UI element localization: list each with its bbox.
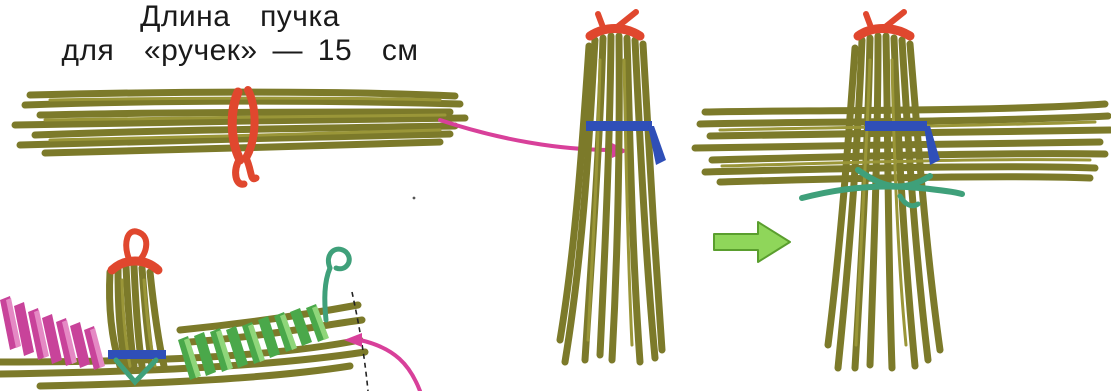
pink-curved-arrow-icon <box>344 333 420 391</box>
red-top-knot <box>858 12 910 36</box>
folded-bundle-figure <box>560 12 666 362</box>
horizontal-arm-bundle <box>15 90 465 184</box>
speck <box>413 197 416 200</box>
wrapped-arms-figure <box>0 231 420 391</box>
red-top-knot <box>590 12 640 36</box>
red-top-loop <box>112 231 158 270</box>
green-right-arrow-icon <box>714 222 790 262</box>
doll-with-arms-figure <box>695 12 1110 368</box>
